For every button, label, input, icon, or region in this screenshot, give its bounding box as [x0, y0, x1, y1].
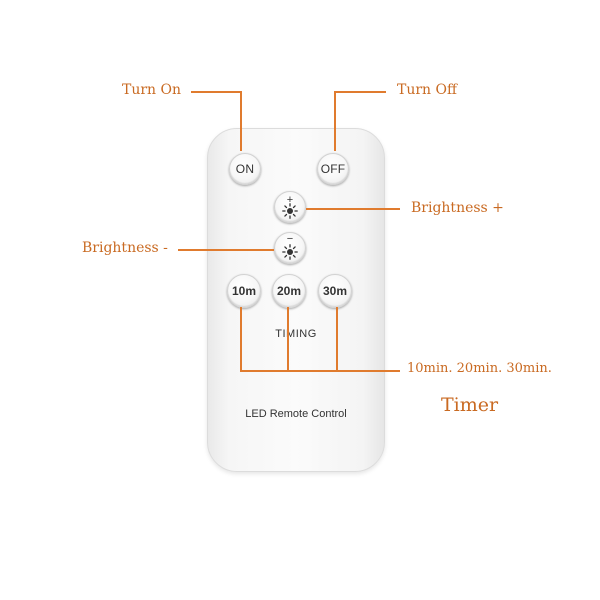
timer-30-button[interactable]: 30m — [318, 274, 352, 308]
led-remote-control: ON OFF + − 10m — [207, 128, 385, 472]
turn-on-line-v — [240, 91, 242, 151]
minus-sign: − — [286, 233, 294, 245]
timer-10-button[interactable]: 10m — [227, 274, 261, 308]
timer-line-h — [240, 370, 400, 372]
plus-sign: + — [286, 194, 294, 206]
brightness-down-callout: Brightness - — [82, 240, 168, 256]
brand-label: LED Remote Control — [245, 408, 347, 420]
on-button[interactable]: ON — [229, 153, 261, 185]
timer-30-label: 30m — [322, 284, 348, 298]
turn-off-line-h — [334, 91, 386, 93]
turn-off-line-v — [334, 91, 336, 151]
timing-label: TIMING — [275, 328, 317, 340]
brightness-up-line — [306, 208, 400, 210]
brightness-up-callout: Brightness + — [411, 200, 504, 216]
timer-30-line — [336, 307, 338, 371]
timer-title: Timer — [441, 394, 499, 416]
off-button[interactable]: OFF — [317, 153, 349, 185]
timer-20-line — [287, 307, 289, 371]
timer-values-callout: 10min. 20min. 30min. — [407, 361, 552, 376]
on-button-label: ON — [235, 162, 255, 176]
brightness-down-line — [178, 249, 274, 251]
sun-icon — [282, 203, 298, 219]
brightness-down-button[interactable]: − — [274, 232, 306, 264]
sun-icon — [282, 244, 298, 260]
timer-10-line — [240, 307, 242, 371]
turn-off-callout: Turn Off — [397, 82, 457, 98]
off-button-label: OFF — [320, 162, 346, 176]
turn-on-callout: Turn On — [122, 82, 182, 98]
timer-10-label: 10m — [231, 284, 257, 298]
turn-on-line-h — [191, 91, 241, 93]
timer-20-button[interactable]: 20m — [272, 274, 306, 308]
brightness-up-button[interactable]: + — [274, 191, 306, 223]
timer-20-label: 20m — [276, 284, 302, 298]
